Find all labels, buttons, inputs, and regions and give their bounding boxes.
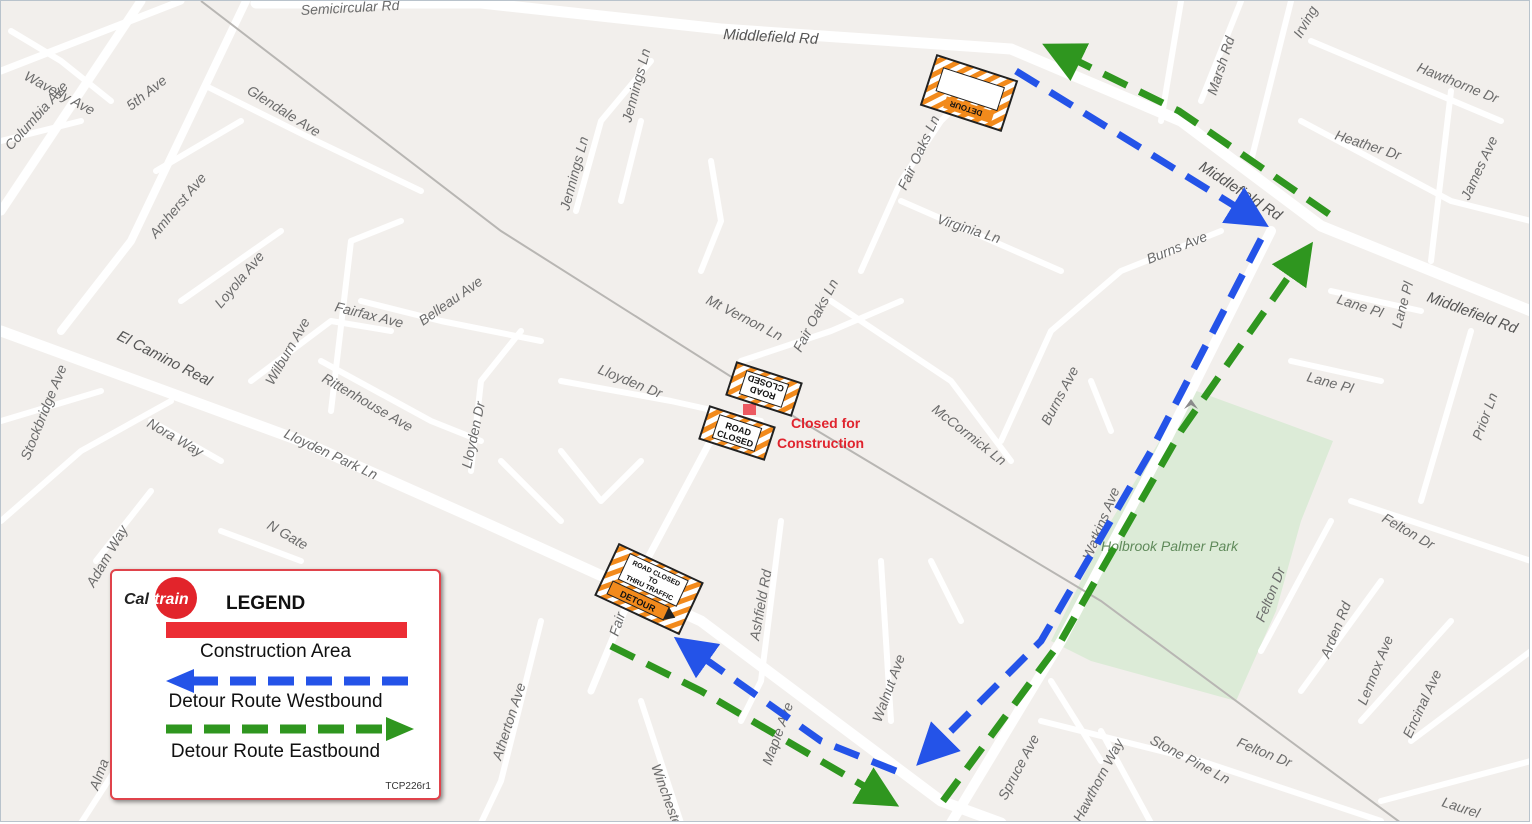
legend-westbound-label: Detour Route Westbound	[168, 691, 383, 712]
legend-panel: Cal train LEGEND Construction Area Detou…	[110, 569, 441, 800]
legend-westbound-swatch	[166, 669, 412, 693]
legend-title: LEGEND	[226, 593, 306, 614]
legend-eastbound-swatch	[166, 717, 414, 741]
detour-westbound-route	[673, 68, 1269, 775]
svg-text:Cal: Cal	[124, 591, 149, 608]
legend-eastbound-label: Detour Route Eastbound	[170, 741, 381, 762]
svg-text:TO: TO	[647, 576, 659, 587]
label-middlefield-top: Middlefield Rd	[723, 26, 819, 48]
detour-eastbound-route	[609, 43, 1331, 807]
label-semicircular: Semicircular Rd	[300, 1, 401, 18]
legend-code: TCP226r1	[385, 781, 431, 792]
caltrain-logo: Cal train	[124, 577, 197, 619]
construction-note-line1: Closed for	[791, 415, 861, 431]
legend-construction-swatch	[166, 622, 407, 638]
label-fair-bottom: Fair	[606, 609, 629, 638]
barricade-sign-top: DETOUR	[919, 54, 1019, 132]
svg-text:train: train	[154, 591, 189, 608]
barricade-sign-center-lower: ROAD CLOSED	[698, 405, 776, 461]
construction-area-marker	[743, 404, 756, 415]
park-marker-icon	[1184, 399, 1198, 409]
legend-construction-label: Construction Area	[199, 641, 352, 662]
barricade-sign-bottom: ROAD CLOSED TO THRU TRAFFIC DETOUR	[594, 542, 704, 636]
park-area	[1051, 389, 1333, 701]
barricade-sign-center-upper: ROAD CLOSED	[725, 361, 803, 417]
construction-note: Closed for Construction	[777, 413, 864, 453]
construction-note-line2: Construction	[777, 435, 865, 451]
park-label: Holbrook Palmer Park	[1101, 538, 1239, 554]
railroad-line	[200, 1, 1400, 821]
